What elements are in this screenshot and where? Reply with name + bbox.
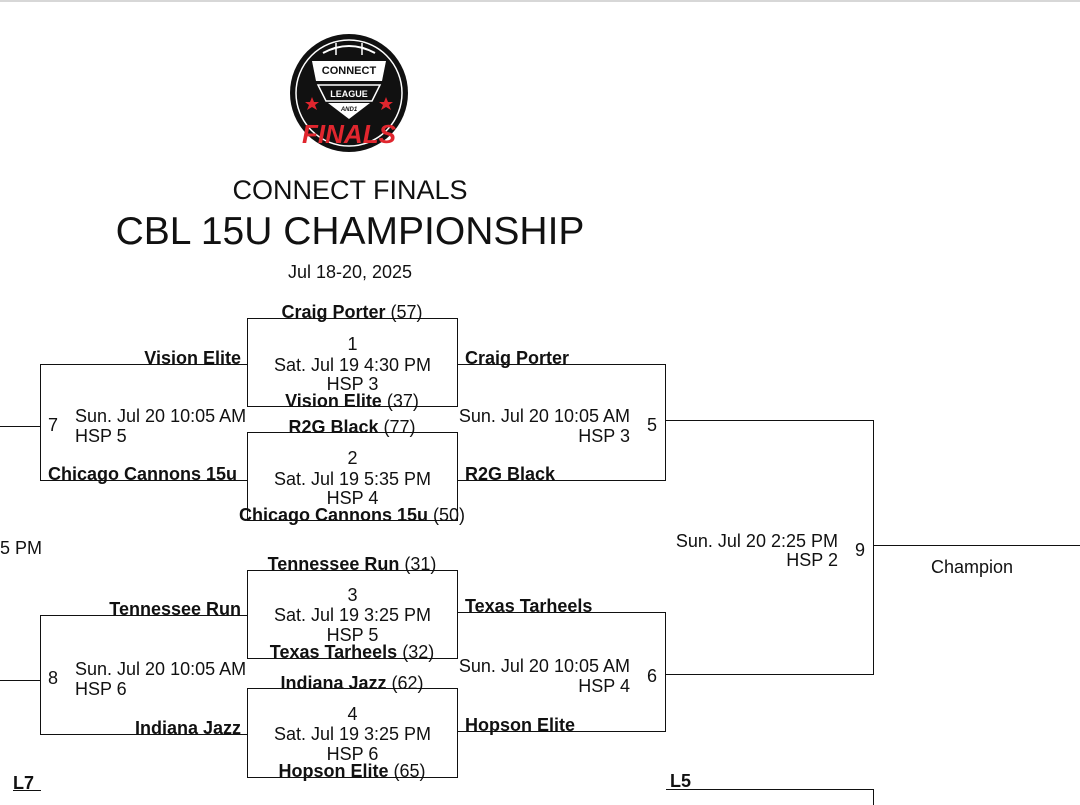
game-8-court: HSP 6: [75, 679, 127, 699]
team-name: Vision Elite: [285, 391, 382, 411]
game-2-court: HSP 4: [326, 488, 379, 508]
connector-line: [458, 731, 666, 732]
connector-line: [13, 790, 41, 791]
connector-line: [40, 480, 247, 481]
loser-7-label: L7: [13, 773, 35, 793]
game-2-number: 2: [347, 448, 358, 468]
connector-line: [665, 612, 666, 732]
team-score: (62): [391, 673, 424, 693]
game-4-bottom-entry: Hopson Elite (65): [204, 761, 500, 781]
team-score: (57): [390, 302, 423, 322]
team-score: (77): [383, 417, 416, 437]
game-7-court: HSP 5: [75, 426, 127, 446]
team-name: Craig Porter: [281, 302, 386, 322]
team-score: (31): [404, 554, 437, 574]
game-5-number: 5: [647, 415, 658, 435]
game-8-number: 8: [48, 668, 59, 688]
game-3-bottom-entry: Texas Tarheels (32): [204, 642, 500, 662]
game-7-bottom-team: Chicago Cannons 15u: [48, 464, 238, 484]
team-name: Indiana Jazz: [280, 673, 387, 693]
team-name: Hopson Elite: [278, 761, 389, 781]
game-4-top-entry: Indiana Jazz (62): [204, 673, 500, 693]
game-5-bottom-team: R2G Black: [465, 464, 556, 484]
game-3-number: 3: [347, 585, 358, 605]
game-8-top-team: Tennessee Run: [109, 599, 241, 619]
game-3-box: [247, 570, 458, 659]
connector-line: [665, 364, 666, 481]
team-name: Chicago Cannons 15u: [238, 505, 428, 525]
connector-line: [40, 364, 247, 365]
connector-line: [458, 612, 666, 613]
team-score: (50): [433, 505, 466, 525]
connect-league-finals-logo: CONNECT LEAGUE AND1 FINALS: [290, 34, 408, 152]
game-1-number: 1: [347, 334, 358, 354]
game-9-court: HSP 2: [786, 550, 838, 570]
svg-text:AND1: AND1: [340, 107, 358, 113]
game-1-box: [247, 318, 458, 407]
team-score: (37): [386, 391, 419, 411]
bracket-title: CBL 15U CHAMPIONSHIP: [115, 210, 585, 253]
cut-off-time-text: 5 PM: [0, 538, 43, 558]
game-4-time: Sat. Jul 19 3:25 PM: [273, 724, 432, 744]
game-6-top-team: Texas Tarheels: [465, 596, 593, 616]
game-9-time: Sun. Jul 20 2:25 PM: [675, 531, 838, 551]
svg-text:FINALS: FINALS: [302, 119, 397, 149]
game-2-box: [247, 432, 458, 521]
game-4-number: 4: [347, 704, 358, 724]
game-8-bottom-team: Indiana Jazz: [134, 718, 241, 738]
connector-line: [873, 789, 874, 805]
bracket-subtitle: CONNECT FINALS: [232, 175, 468, 205]
team-name: Texas Tarheels: [269, 642, 398, 662]
game-5-time: Sun. Jul 20 10:05 AM: [458, 406, 630, 426]
game-7-top-team: Vision Elite: [144, 348, 241, 368]
team-score: (32): [402, 642, 435, 662]
game-4-court: HSP 6: [326, 744, 379, 764]
team-score: (65): [393, 761, 426, 781]
game-6-number: 6: [647, 666, 658, 686]
game-7-time: Sun. Jul 20 10:05 AM: [75, 406, 247, 426]
game-3-court: HSP 5: [326, 625, 379, 645]
connector-line: [40, 364, 41, 481]
game-5-top-team: Craig Porter: [465, 348, 570, 368]
connector-line: [874, 545, 1080, 546]
game-6-court: HSP 4: [578, 676, 630, 696]
connector-line: [666, 420, 874, 421]
connector-line: [873, 420, 874, 675]
connector-line: [458, 480, 666, 481]
game-1-bottom-entry: Vision Elite (37): [204, 391, 500, 411]
game-1-court: HSP 3: [326, 374, 379, 394]
game-4-box: [247, 688, 458, 778]
game-1-top-entry: Craig Porter (57): [204, 302, 500, 322]
game-7-number: 7: [48, 415, 59, 435]
connector-line: [40, 615, 247, 616]
game-2-time: Sat. Jul 19 5:35 PM: [273, 469, 432, 489]
champion-label: Champion: [931, 557, 1014, 577]
game-6-bottom-team: Hopson Elite: [465, 715, 576, 735]
connector-line: [0, 680, 40, 681]
svg-text:LEAGUE: LEAGUE: [330, 89, 368, 99]
game-5-court: HSP 3: [578, 426, 630, 446]
connector-line: [666, 789, 874, 790]
game-2-top-entry: R2G Black (77): [204, 417, 500, 437]
game-6-time: Sun. Jul 20 10:05 AM: [458, 656, 630, 676]
loser-5-label: L5: [670, 771, 692, 791]
connector-line: [0, 426, 40, 427]
connector-line: [458, 364, 666, 365]
connector-line: [40, 734, 247, 735]
game-3-top-entry: Tennessee Run (31): [204, 554, 500, 574]
game-2-bottom-entry: Chicago Cannons 15u (50): [204, 505, 500, 525]
top-divider: [0, 0, 1080, 2]
connector-line: [666, 674, 874, 675]
svg-text:CONNECT: CONNECT: [322, 65, 377, 77]
event-dates: Jul 18-20, 2025: [287, 262, 413, 282]
game-9-number: 9: [855, 540, 866, 560]
team-name: Tennessee Run: [267, 554, 400, 574]
connector-line: [40, 615, 41, 735]
game-1-time: Sat. Jul 19 4:30 PM: [273, 355, 432, 375]
team-name: R2G Black: [288, 417, 379, 437]
game-8-time: Sun. Jul 20 10:05 AM: [75, 659, 247, 679]
game-3-time: Sat. Jul 19 3:25 PM: [273, 605, 432, 625]
